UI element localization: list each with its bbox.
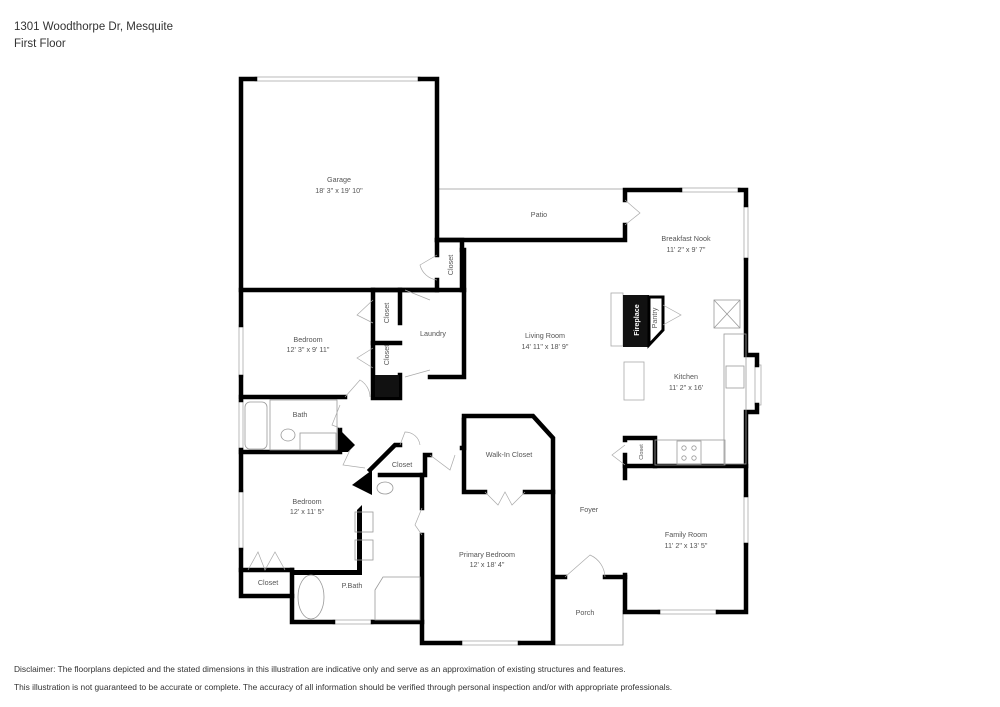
bath-fixtures [244, 399, 421, 621]
label-porch: Porch [576, 608, 595, 617]
dims-living-room: 14' 11" x 18' 9" [522, 342, 569, 351]
floor-label: First Floor [14, 38, 66, 50]
dims-bedroom-2: 12' x 11' 5" [290, 507, 325, 516]
dims-bedroom-1: 12' 3" x 9' 11" [287, 345, 330, 354]
label-foyer: Foyer [580, 505, 599, 514]
dims-garage: 18' 3" x 19' 10" [315, 186, 363, 195]
label-p-bath: P.Bath [342, 581, 363, 590]
room-labels: Garage 18' 3" x 19' 10" Patio Closet Bre… [258, 175, 711, 617]
label-bath: Bath [293, 410, 308, 419]
label-family-room: Family Room [665, 530, 707, 539]
walls [238, 76, 760, 646]
label-laundry: Laundry [420, 329, 446, 338]
fireplace-pantry [610, 292, 665, 401]
label-patio: Patio [531, 210, 547, 219]
label-garage: Garage [327, 175, 351, 184]
label-pantry: Pantry [650, 307, 659, 328]
label-closet-garage: Closet [446, 255, 455, 275]
label-closet-hall: Closet [392, 460, 412, 469]
dims-kitchen: 11' 2" x 16' [669, 383, 704, 392]
label-bedroom-2: Bedroom [292, 497, 321, 506]
property-address: 1301 Woodthorpe Dr, Mesquite [14, 21, 173, 33]
dims-primary-bedroom: 12' x 18' 4" [470, 560, 505, 569]
label-closet-kitchen: Closet [639, 444, 645, 460]
label-bedroom-1: Bedroom [293, 335, 322, 344]
label-closet-bedroom-1b: Closet [382, 345, 391, 365]
label-closet-bedroom-2: Closet [258, 578, 278, 587]
doors [247, 199, 682, 578]
dims-family-room: 11' 2" x 13' 5" [665, 541, 708, 550]
label-fireplace: Fireplace [632, 304, 641, 336]
disclaimer-line-1: Disclaimer: The floorplans depicted and … [14, 664, 626, 674]
disclaimer-line-2: This illustration is not guaranteed to b… [14, 682, 673, 692]
label-breakfast-nook: Breakfast Nook [661, 234, 711, 243]
kitchen-fixtures [654, 299, 747, 466]
label-primary-bedroom: Primary Bedroom [459, 550, 515, 559]
dims-breakfast-nook: 11' 2" x 9' 7" [667, 245, 706, 254]
label-kitchen: Kitchen [674, 372, 698, 381]
label-living-room: Living Room [525, 331, 565, 340]
label-walk-in-closet: Walk-In Closet [486, 450, 532, 459]
label-closet-bedroom-1a: Closet [382, 303, 391, 323]
